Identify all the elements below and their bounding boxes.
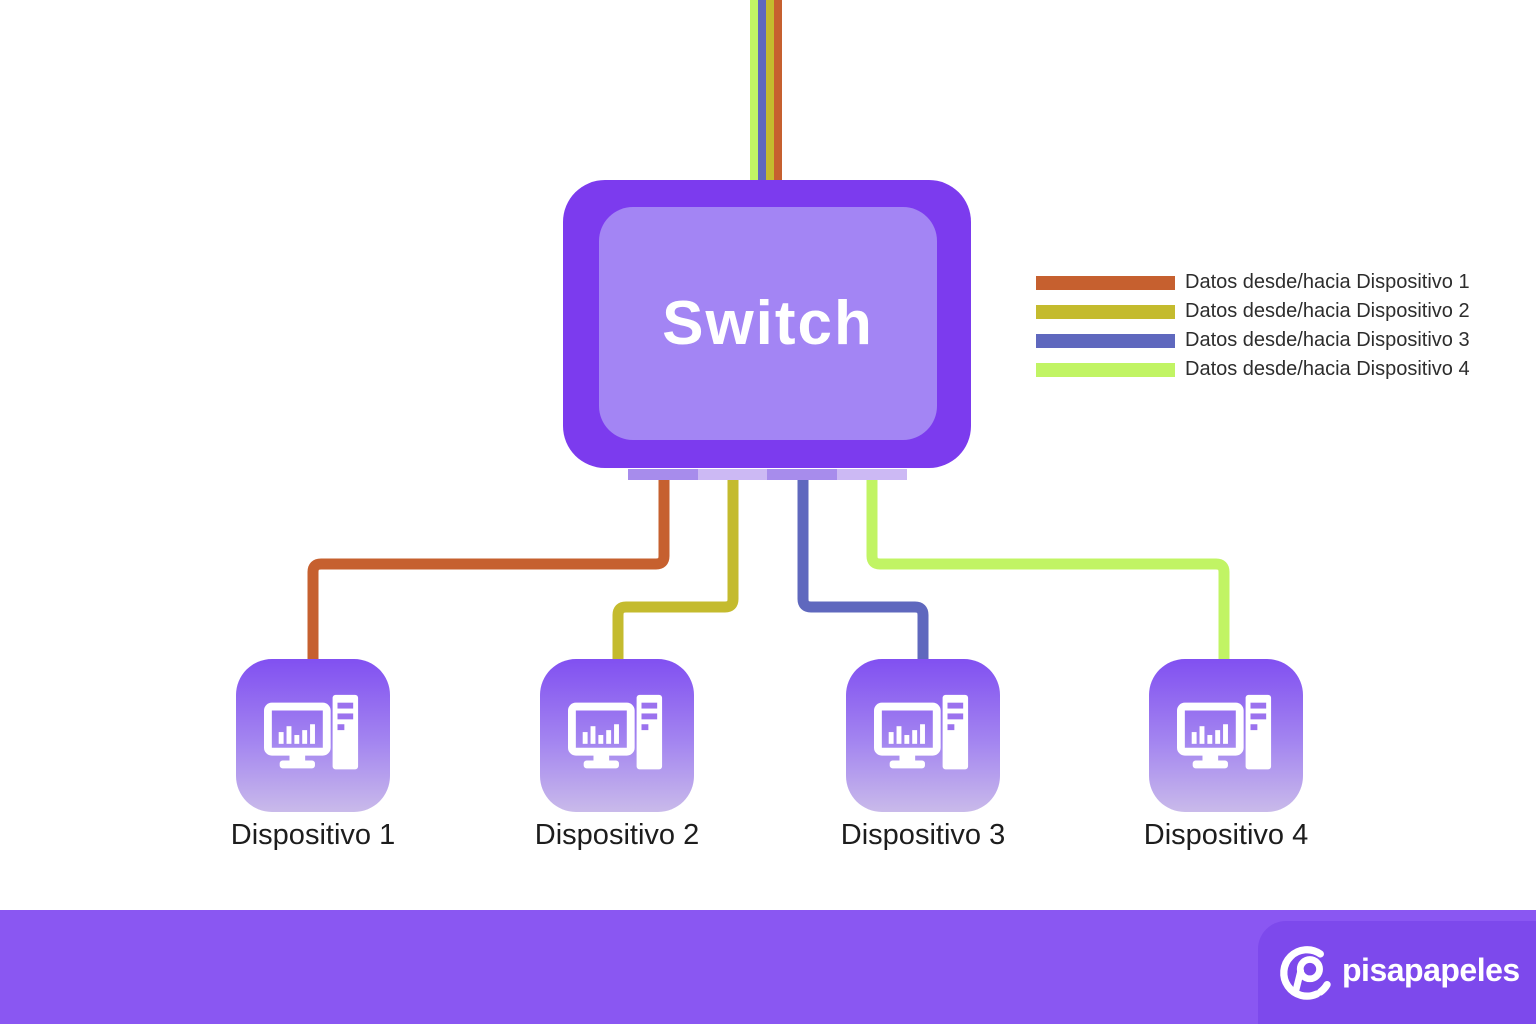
device-computer-icon (874, 694, 969, 769)
device-label-dispositivo-3: Dispositivo 3 (840, 819, 1006, 851)
cable-dispositivo-2 (612, 472, 739, 662)
brand-logo-chip: pisapapeles (1258, 921, 1536, 1024)
legend-item: Datos desde/hacia Dispositivo 2 (1036, 297, 1470, 326)
cable-dispositivo-4 (866, 472, 1230, 662)
uplink-cable-dispositivo-2 (766, 0, 774, 182)
switch-port-1 (628, 469, 698, 480)
switch-label: Switch (662, 289, 874, 358)
device-computer-icon (568, 694, 663, 769)
switch-screen: Switch (599, 207, 937, 440)
legend-swatch-dispositivo-1 (1036, 275, 1175, 290)
legend-item: Datos desde/hacia Dispositivo 1 (1036, 268, 1470, 297)
legend-label: Datos desde/hacia Dispositivo 4 (1185, 358, 1470, 380)
legend-swatch-dispositivo-2 (1036, 304, 1175, 319)
legend-item: Datos desde/hacia Dispositivo 4 (1036, 355, 1470, 384)
device-label-dispositivo-2: Dispositivo 2 (534, 819, 700, 851)
legend-label: Datos desde/hacia Dispositivo 2 (1185, 300, 1470, 322)
device-computer-icon (1177, 694, 1272, 769)
device-computer-icon (264, 694, 359, 769)
device-box-dispositivo-1 (236, 659, 390, 812)
uplink-cable-dispositivo-4 (750, 0, 758, 182)
legend-label: Datos desde/hacia Dispositivo 3 (1185, 329, 1470, 351)
switch-port-4 (837, 469, 907, 480)
legend-item: Datos desde/hacia Dispositivo 3 (1036, 326, 1470, 355)
brand-name: pisapapeles (1342, 952, 1520, 988)
uplink-cable-dispositivo-1 (774, 0, 782, 182)
device-label-dispositivo-1: Dispositivo 1 (230, 819, 396, 851)
cable-dispositivo-1 (307, 472, 670, 662)
uplink-cable-dispositivo-3 (758, 0, 766, 182)
device-box-dispositivo-4 (1149, 659, 1303, 812)
legend-swatch-dispositivo-3 (1036, 333, 1175, 348)
switch-port-3 (767, 469, 837, 480)
legend-label: Datos desde/hacia Dispositivo 1 (1185, 271, 1470, 293)
device-label-dispositivo-4: Dispositivo 4 (1143, 819, 1309, 851)
cable-dispositivo-3 (797, 472, 929, 662)
legend-swatch-dispositivo-4 (1036, 362, 1175, 377)
device-box-dispositivo-2 (540, 659, 694, 812)
legend: Datos desde/hacia Dispositivo 1 Datos de… (1036, 268, 1470, 384)
device-box-dispositivo-3 (846, 659, 1000, 812)
switch-box: Switch (563, 180, 971, 468)
footer-bar: pisapapeles (0, 910, 1536, 1024)
switch-port-2 (698, 469, 767, 480)
pisapapeles-logo-icon (1280, 945, 1331, 1000)
